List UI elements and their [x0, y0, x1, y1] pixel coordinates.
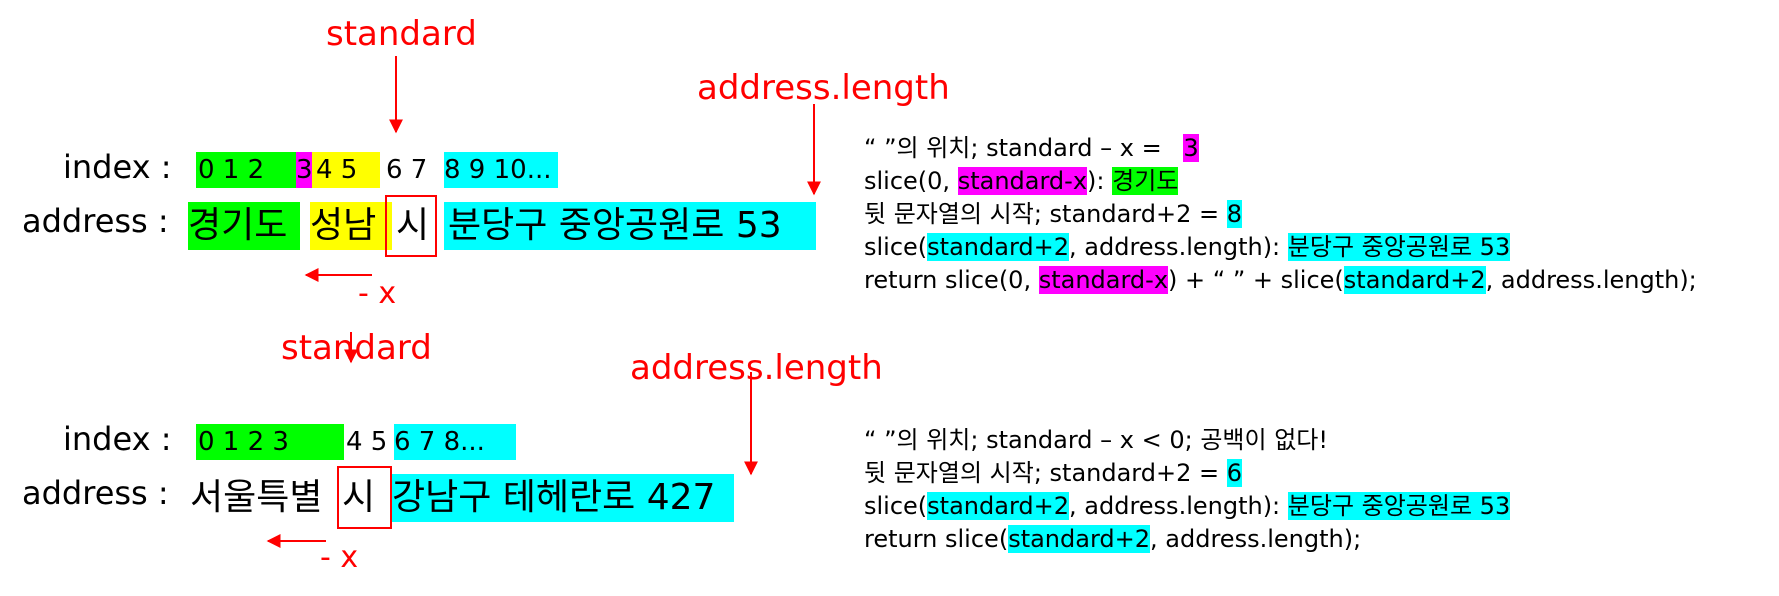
- code1-line4: slice(standard+2, address.length): 분당구 중…: [864, 233, 1511, 261]
- index-seg-cyan: 6 7 8...: [394, 424, 516, 460]
- address-label-2: address :: [22, 474, 169, 512]
- standard-char-box-1: [385, 195, 437, 257]
- address-seg-cyan: 강남구 테헤란로 427: [390, 474, 734, 522]
- address-seg-yellow: 성남: [310, 202, 392, 250]
- length-label-1: address.length: [697, 68, 950, 108]
- index-seg-green: 0 1 2: [196, 152, 296, 188]
- index-seg-green: 0 1 2 3: [196, 424, 344, 460]
- minus-x-label-1: - x: [358, 276, 397, 311]
- standard-label-2: standard: [281, 328, 432, 368]
- address-seg-plain: 시: [396, 205, 430, 246]
- minus-x-label-2: - x: [320, 540, 359, 575]
- address-seg-green: 경기도: [188, 202, 300, 250]
- address-seg-plain: 서울특별: [190, 477, 323, 518]
- index-seg-plain: 6 7: [386, 155, 428, 185]
- code-block-2: “ ”의 위치; standard – x < 0; 공백이 없다! 뒷 문자열…: [864, 424, 1511, 556]
- index-seg-cyan: 8 9 10...: [444, 152, 558, 188]
- code1-line1: “ ”의 위치; standard – x = 3: [864, 134, 1199, 162]
- index-label-1: index :: [63, 148, 172, 186]
- code2-line4: return slice(standard+2, address.length)…: [864, 525, 1362, 553]
- code1-line5: return slice(0, standard-x) + “ ” + slic…: [864, 266, 1697, 294]
- index-seg-yellow: 4 5: [312, 152, 380, 188]
- address-seg-standard: 시: [342, 477, 376, 518]
- index-seg-magenta: 3: [296, 152, 313, 188]
- length-label-2: address.length: [630, 348, 883, 388]
- code2-line3: slice(standard+2, address.length): 분당구 중…: [864, 492, 1511, 520]
- address-seg-cyan: 분당구 중앙공원로 53: [444, 202, 816, 250]
- code2-line1: “ ”의 위치; standard – x < 0; 공백이 없다!: [864, 426, 1328, 454]
- index-seg-plain: 4 5: [346, 427, 388, 457]
- code1-line3: 뒷 문자열의 시작; standard+2 = 8: [864, 200, 1243, 228]
- address-row-2: 서울특별 시 강남구 테헤란로 427: [190, 474, 734, 522]
- code1-line2: slice(0, standard-x): 경기도: [864, 167, 1179, 195]
- address-label-1: address :: [22, 202, 169, 240]
- standard-char-box-2: [337, 466, 392, 529]
- index-label-2: index :: [63, 420, 172, 458]
- code-block-1: “ ”의 위치; standard – x = 3 slice(0, stand…: [864, 132, 1697, 297]
- code2-line2: 뒷 문자열의 시작; standard+2 = 6: [864, 459, 1243, 487]
- standard-label-1: standard: [326, 14, 477, 54]
